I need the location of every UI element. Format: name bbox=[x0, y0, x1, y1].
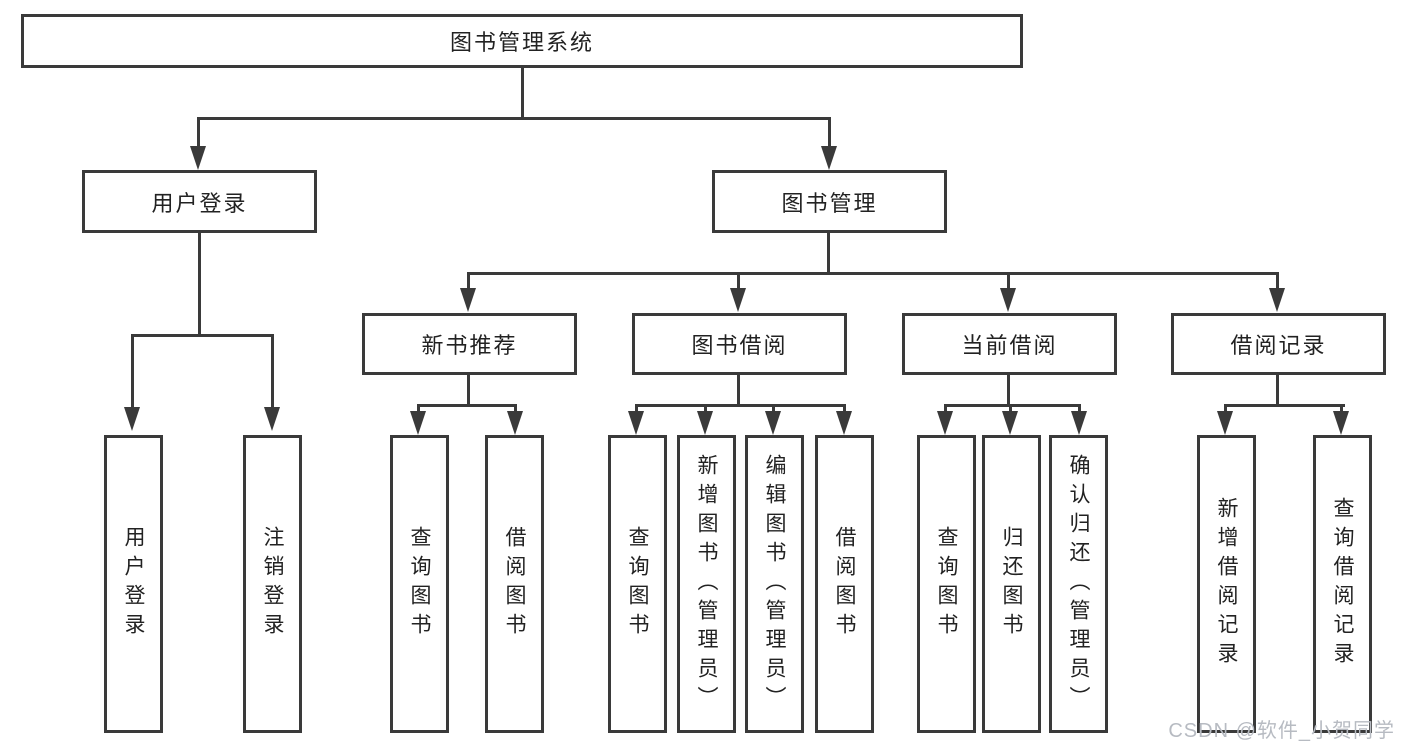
connector-line bbox=[1224, 404, 1345, 407]
leaf-confirm-return-admin: 确认归还（管理员） bbox=[1049, 435, 1108, 733]
arrow-down-icon bbox=[1217, 411, 1233, 435]
connector-line bbox=[772, 404, 775, 413]
arrow-down-icon bbox=[765, 411, 781, 435]
arrow-down-icon bbox=[1071, 411, 1087, 435]
connector-line bbox=[944, 404, 1081, 407]
node-root: 图书管理系统 bbox=[21, 14, 1023, 68]
arrow-down-icon bbox=[697, 411, 713, 435]
connector-line bbox=[131, 334, 274, 337]
leaf-edit-books-admin: 编辑图书（管理员） bbox=[745, 435, 804, 733]
node-user-login-label: 用户登录 bbox=[151, 190, 248, 216]
arrow-down-icon bbox=[821, 146, 837, 170]
arrow-down-icon bbox=[937, 411, 953, 435]
connector-line bbox=[1276, 375, 1279, 407]
node-new-book-recommend: 新书推荐 bbox=[362, 313, 577, 375]
leaf-query-books-recommend: 查询图书 bbox=[390, 435, 449, 733]
connector-line bbox=[843, 404, 846, 413]
leaf-add-borrow-record: 新增借阅记录 bbox=[1197, 435, 1256, 733]
arrow-down-icon bbox=[124, 407, 140, 431]
node-borrow-records: 借阅记录 bbox=[1171, 313, 1386, 375]
connector-line bbox=[197, 117, 200, 148]
connector-line bbox=[271, 334, 274, 408]
arrow-down-icon bbox=[1269, 288, 1285, 312]
connector-line bbox=[467, 272, 470, 289]
leaf-add-books-admin: 新增图书（管理员） bbox=[677, 435, 736, 733]
leaf-borrow-books-recommend: 借阅图书 bbox=[485, 435, 544, 733]
connector-line bbox=[198, 233, 201, 337]
arrow-down-icon bbox=[836, 411, 852, 435]
connector-line bbox=[417, 404, 517, 407]
leaf-logout: 注销登录 bbox=[243, 435, 302, 733]
leaf-query-books-current: 查询图书 bbox=[917, 435, 976, 733]
node-new-book-recommend-label: 新书推荐 bbox=[421, 333, 518, 358]
node-book-borrowing: 图书借阅 bbox=[632, 313, 847, 375]
connector-line bbox=[1078, 404, 1081, 413]
leaf-borrow-books: 借阅图书 bbox=[815, 435, 874, 733]
arrow-down-icon bbox=[628, 411, 644, 435]
node-borrow-records-label: 借阅记录 bbox=[1230, 333, 1327, 358]
connector-line bbox=[1276, 272, 1279, 289]
leaf-user-login: 用户登录 bbox=[104, 435, 163, 733]
node-root-label: 图书管理系统 bbox=[449, 30, 594, 55]
arrow-down-icon bbox=[1002, 411, 1018, 435]
arrow-down-icon bbox=[410, 411, 426, 435]
leaf-query-borrow-record: 查询借阅记录 bbox=[1313, 435, 1372, 733]
node-book-management: 图书管理 bbox=[712, 170, 947, 233]
arrow-down-icon bbox=[264, 407, 280, 431]
connector-line bbox=[1007, 375, 1010, 407]
node-user-login: 用户登录 bbox=[82, 170, 317, 233]
node-book-management-label: 图书管理 bbox=[781, 190, 878, 216]
arrow-down-icon bbox=[1333, 411, 1349, 435]
connector-line bbox=[1340, 404, 1343, 413]
connector-line bbox=[828, 117, 831, 148]
arrow-down-icon bbox=[507, 411, 523, 435]
arrow-down-icon bbox=[190, 146, 206, 170]
node-book-borrowing-label: 图书借阅 bbox=[691, 333, 788, 358]
connector-line bbox=[1224, 404, 1227, 413]
connector-line bbox=[131, 334, 134, 408]
connector-line bbox=[635, 404, 846, 407]
connector-line bbox=[737, 272, 740, 289]
connector-line bbox=[737, 375, 740, 407]
csdn-watermark: CSDN @软件_小贺同学 bbox=[1168, 720, 1395, 742]
arrow-down-icon bbox=[1000, 288, 1016, 312]
connector-line bbox=[417, 404, 420, 413]
node-current-borrowing: 当前借阅 bbox=[902, 313, 1117, 375]
connector-line bbox=[467, 375, 470, 407]
connector-line bbox=[1009, 404, 1012, 413]
connector-line bbox=[944, 404, 947, 413]
node-current-borrowing-label: 当前借阅 bbox=[961, 333, 1058, 358]
leaf-return-books: 归还图书 bbox=[982, 435, 1041, 733]
leaf-query-books-borrowing: 查询图书 bbox=[608, 435, 667, 733]
connector-line bbox=[635, 404, 638, 413]
connector-line bbox=[827, 233, 830, 275]
connector-line bbox=[521, 68, 524, 120]
connector-line bbox=[704, 404, 707, 413]
connector-line bbox=[197, 117, 831, 120]
connector-line bbox=[514, 404, 517, 413]
arrow-down-icon bbox=[460, 288, 476, 312]
connector-line bbox=[467, 272, 1279, 275]
arrow-down-icon bbox=[730, 288, 746, 312]
connector-line bbox=[1007, 272, 1010, 289]
